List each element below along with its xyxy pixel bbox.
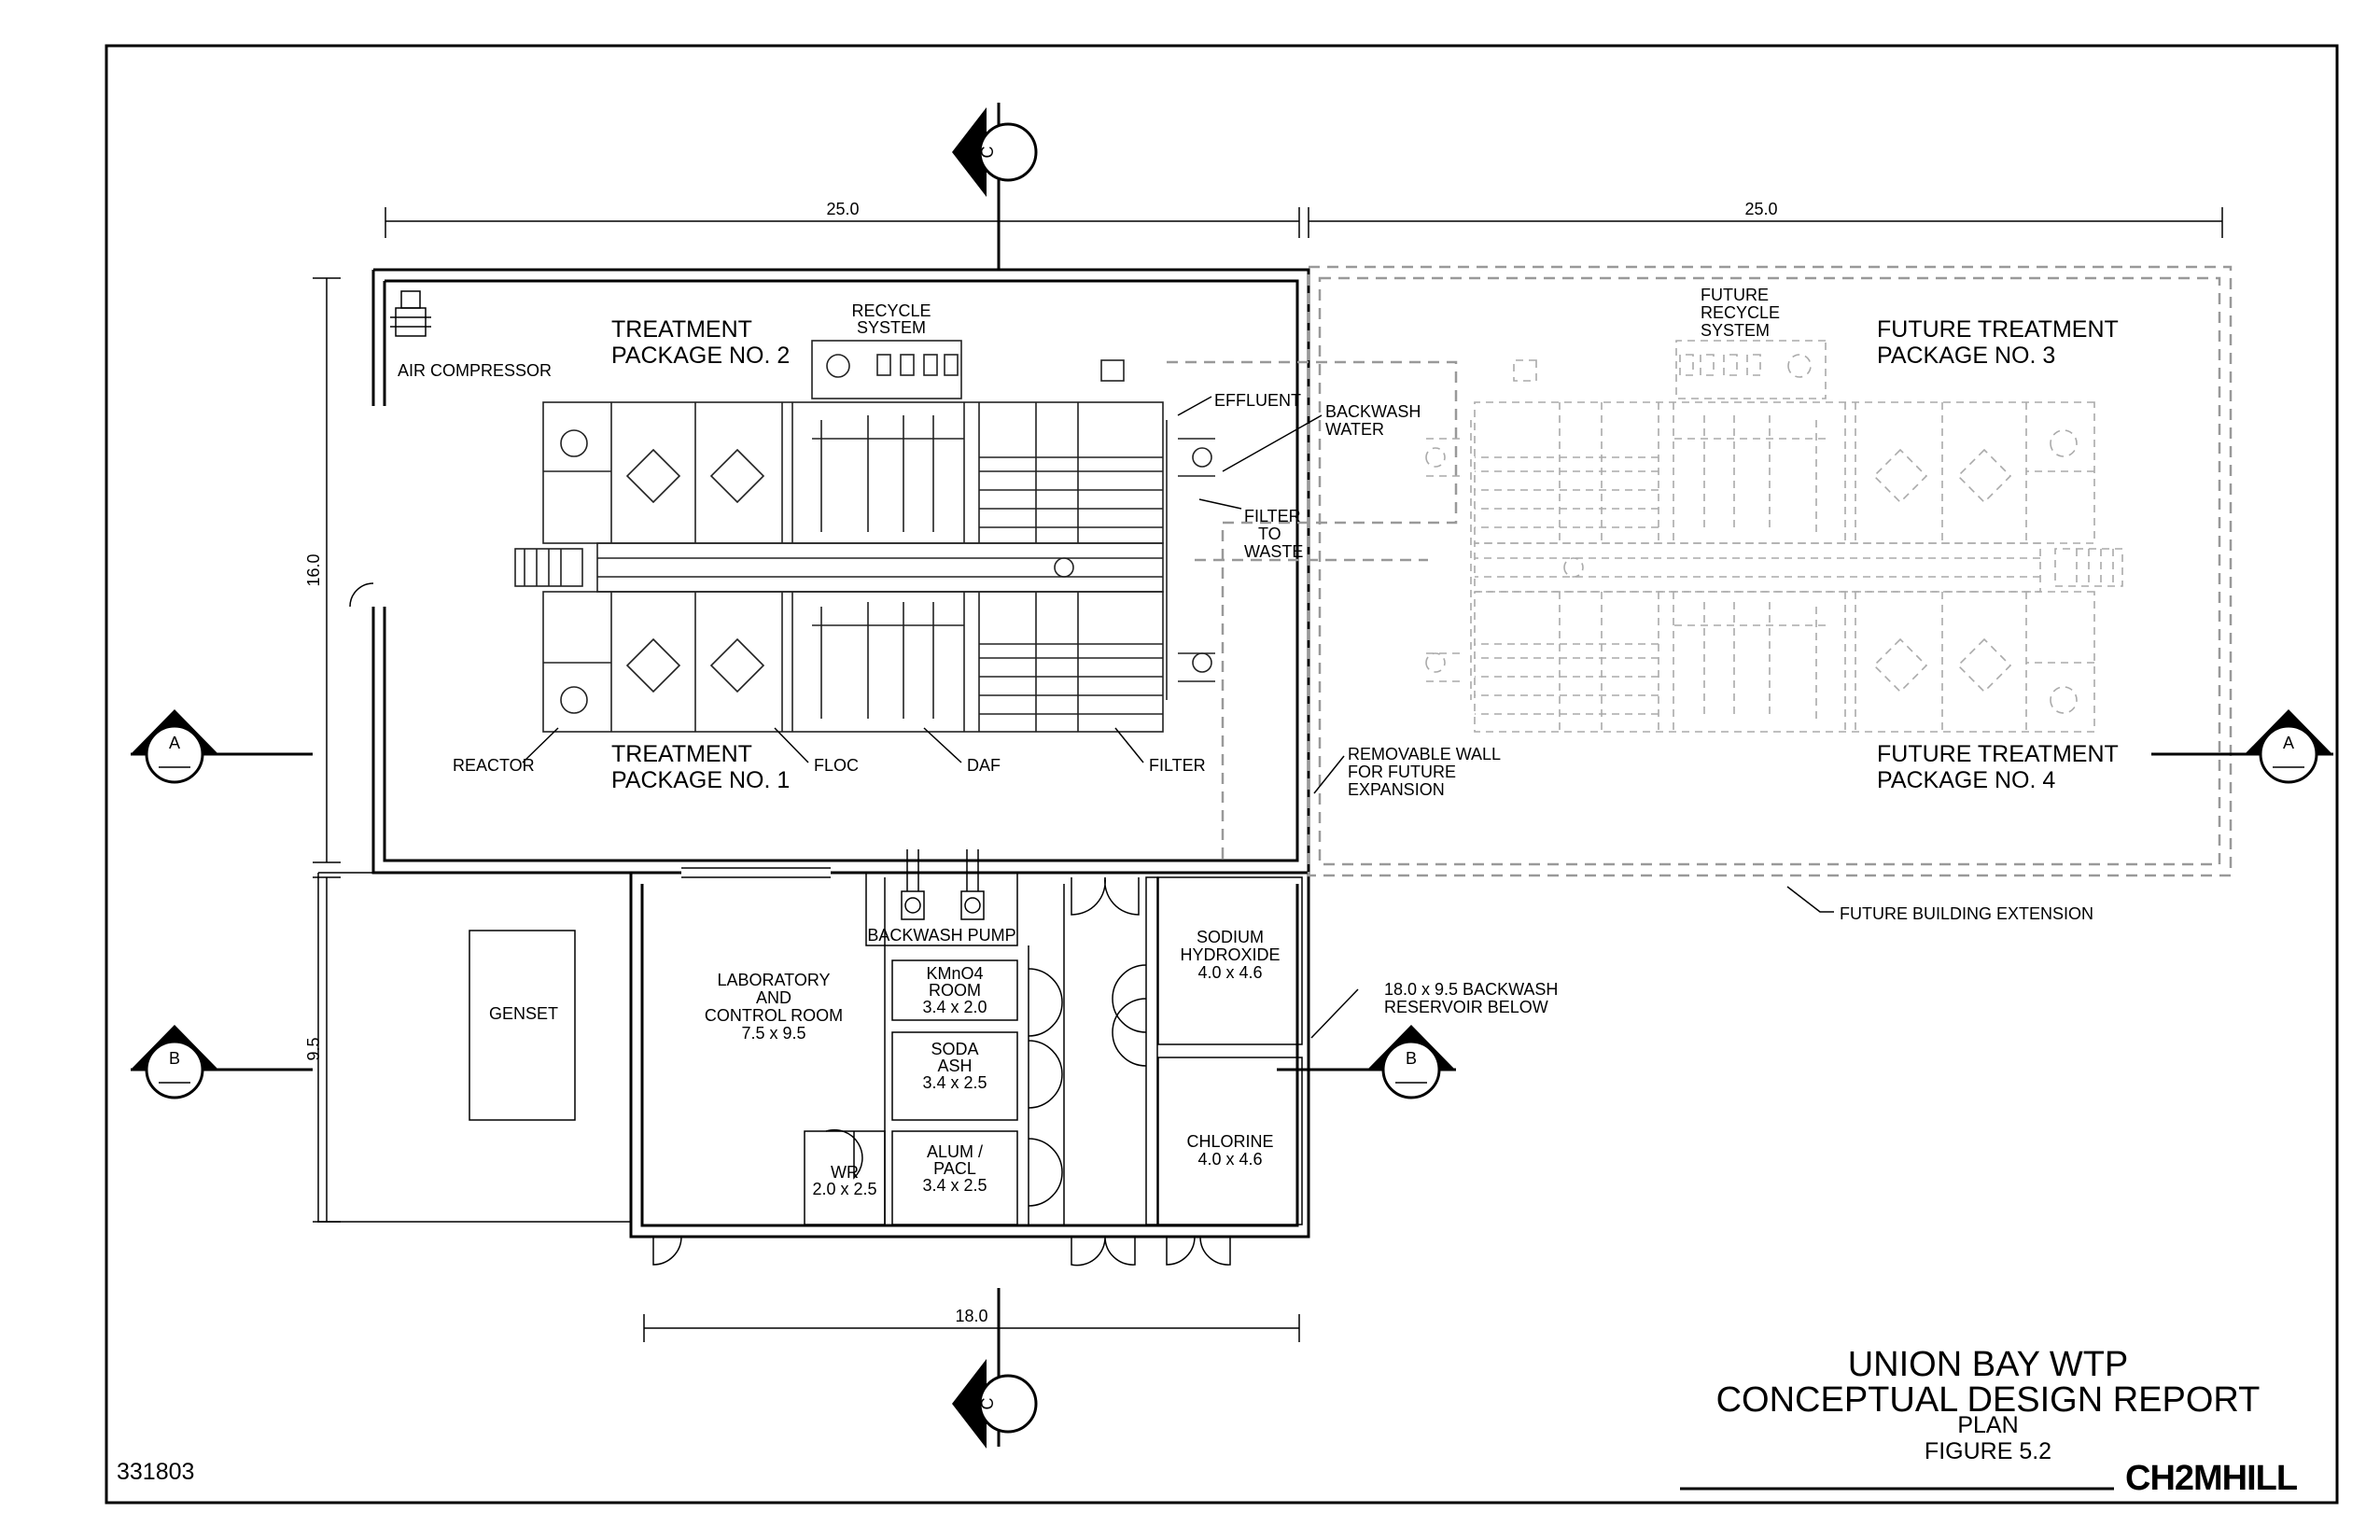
filter-label: FILTER [1149,756,1206,775]
genset-pad [469,930,576,1121]
leader-lines [522,396,1834,1039]
package-3-label: FUTURE TREATMENT [1877,316,2119,343]
svg-text:A: A [2283,734,2294,752]
svg-text:AND: AND [756,988,791,1007]
svg-text:CONTROL ROOM: CONTROL ROOM [705,1006,843,1025]
package-4-label: FUTURE TREATMENT [1877,741,2119,767]
svg-text:2.0 x 2.5: 2.0 x 2.5 [812,1180,876,1198]
package-3-label-line2: PACKAGE NO. 3 [1877,343,2055,369]
section-marker-c-bottom: C [952,1288,1038,1449]
building-walls [317,268,1310,1267]
svg-text:4.0 x 4.6: 4.0 x 4.6 [1197,1150,1262,1169]
backwash-pump-room [865,872,1018,946]
sheet-border [105,44,2339,1505]
reactor-label: REACTOR [453,756,535,775]
svg-text:CHLORINE: CHLORINE [1186,1132,1273,1151]
future-treatment-packages-3-4 [1421,340,2123,733]
package-2-label: TREATMENT [611,316,752,343]
backwash-water-label-line2: WATER [1325,420,1384,439]
svg-text:7.5 x 9.5: 7.5 x 9.5 [741,1024,805,1043]
filter-to-waste-label-line3: WASTE [1244,542,1303,561]
reservoir-label: 18.0 x 9.5 BACKWASH [1384,980,1558,999]
svg-text:ALUM /: ALUM / [927,1142,983,1161]
svg-text:KMnO4: KMnO4 [926,964,983,983]
future-recycle-label-line2: RECYCLE [1701,303,1780,322]
svg-text:HYDROXIDE: HYDROXIDE [1180,945,1280,964]
package-2-label-line2: PACKAGE NO. 2 [611,343,790,369]
future-recycle-label: FUTURE [1701,286,1769,304]
air-compressor-label: AIR COMPRESSOR [398,361,552,380]
svg-text:3.4 x 2.0: 3.4 x 2.0 [922,998,987,1016]
dimension-lines [313,207,2223,1342]
svg-text:ROOM: ROOM [929,981,981,1000]
svg-text:4.0 x 4.6: 4.0 x 4.6 [1197,963,1262,982]
ch2mhill-logo: CH2MHILL [2125,1459,2298,1498]
svg-text:B: B [169,1049,180,1068]
dimension-bottom: 18.0 [955,1307,987,1325]
section-marker-c-top: C [952,103,1038,270]
svg-text:ASH: ASH [937,1057,972,1075]
soda-ash-room [891,1031,1018,1121]
section-marker-b-left: B [131,1025,313,1099]
dimension-left-lower: 9.5 [304,1037,323,1060]
section-marker-a-right: A [2151,709,2333,784]
sheet-title: PLAN [1957,1412,2018,1438]
recycle-system-label-line2: SYSTEM [857,318,926,337]
package-4-label-line2: PACKAGE NO. 4 [1877,767,2055,793]
svg-text:LABORATORY: LABORATORY [717,971,830,989]
svg-text:SODIUM: SODIUM [1197,928,1264,946]
floc-label: FLOC [814,756,859,775]
future-recycle-label-line3: SYSTEM [1701,321,1770,340]
removable-wall-label: REMOVABLE WALL [1348,745,1501,763]
drawing-number: 331803 [117,1459,194,1485]
sodium-hydroxide-room [1157,876,1303,1045]
dimension-left-upper: 16.0 [304,553,323,586]
filter-to-waste-label: FILTER [1244,507,1301,525]
svg-text:C: C [978,147,997,159]
removable-wall-label-line2: FOR FUTURE [1348,763,1456,781]
future-building-label: FUTURE BUILDING EXTENSION [1840,904,2093,923]
dimension-top-right: 25.0 [1744,200,1777,218]
svg-text:3.4 x 2.5: 3.4 x 2.5 [922,1176,987,1195]
room-labels: LABORATORY AND CONTROL ROOM 7.5 x 9.5 KM… [705,928,1281,1198]
effluent-label: EFFLUENT [1214,391,1301,410]
genset-label: GENSET [489,1004,558,1023]
backwash-pump-label: BACKWASH PUMP [867,926,1015,945]
section-marker-a-left: A [131,709,313,784]
future-building-outline [1307,265,2233,877]
backwash-water-label: BACKWASH [1325,402,1421,421]
svg-text:B: B [1406,1049,1417,1068]
filter-to-waste-label-line2: TO [1258,525,1281,543]
alum-room [891,1130,1018,1225]
svg-text:3.4 x 2.5: 3.4 x 2.5 [922,1073,987,1092]
treatment-packages-1-2 [514,340,1216,733]
package-1-label: TREATMENT [611,741,752,767]
project-title: UNION BAY WTP [1848,1345,2129,1384]
report-title: CONCEPTUAL DESIGN REPORT [1716,1380,2261,1420]
svg-text:WR: WR [831,1163,859,1182]
package-1-label-line2: PACKAGE NO. 1 [611,767,790,793]
reservoir-label-line2: RESERVOIR BELOW [1384,998,1548,1016]
svg-text:C: C [978,1398,997,1410]
section-marker-b-right: B [1277,1025,1456,1099]
chlorine-room [1157,1057,1303,1225]
daf-label: DAF [967,756,1001,775]
kmno4-room [891,959,1018,1021]
svg-text:PACL: PACL [933,1159,976,1178]
air-compressor-icon [390,290,431,337]
svg-text:A: A [169,734,180,752]
recycle-system-label: RECYCLE [851,301,931,320]
removable-wall-label-line3: EXPANSION [1348,780,1445,799]
svg-text:SODA: SODA [931,1040,978,1058]
dimension-top-left: 25.0 [826,200,859,218]
figure-number: FIGURE 5.2 [1925,1438,2051,1464]
